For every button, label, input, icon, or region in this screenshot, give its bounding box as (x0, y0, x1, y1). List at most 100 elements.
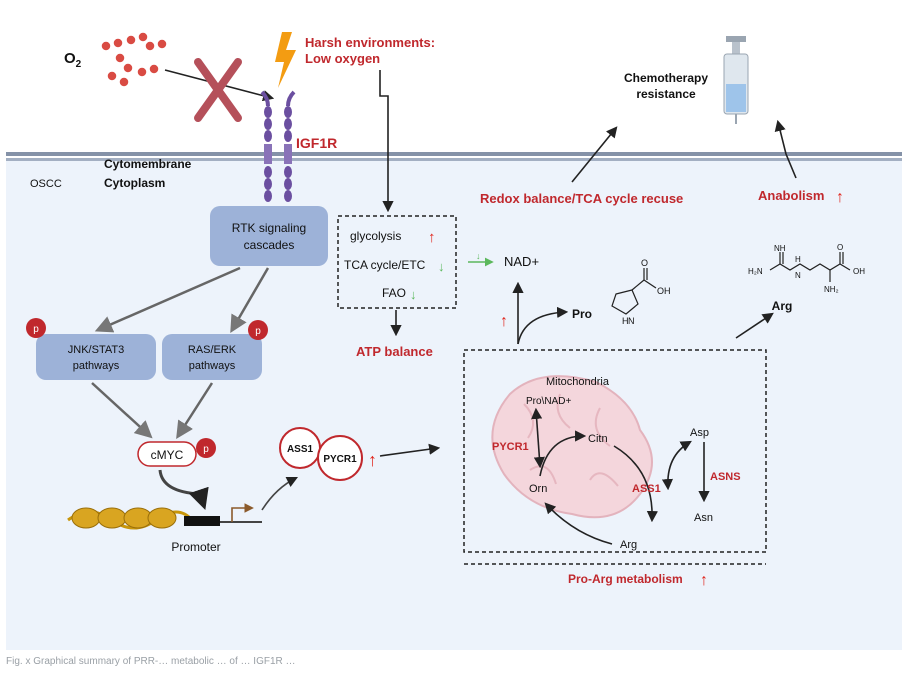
tca-down-arrow: ↓ (438, 259, 445, 274)
cmyc-box (137, 441, 197, 467)
pycr1-gene-label: PYCR1 (323, 454, 357, 465)
citn-to-arg-arrow (613, 445, 658, 523)
igf1r-receptor-icon (260, 90, 296, 202)
igf1r-label: IGF1R (296, 135, 337, 151)
rtk-label-2: cascades (244, 238, 295, 252)
cytoplasm-label: Cytoplasm (104, 176, 165, 190)
jnk-to-cmyc-arrow (91, 382, 153, 439)
promoter-to-genes-arrow (261, 476, 299, 511)
pro-oh-label: OH (657, 286, 671, 296)
oscc-label: OSCC (30, 178, 62, 190)
lightning-icon (275, 32, 296, 88)
phospho-badge-ras (248, 320, 268, 340)
low-oxygen-label: Low oxygen (305, 51, 380, 66)
tca-label: TCA cycle/ETC (344, 258, 426, 272)
cytoplasm-region (6, 160, 902, 650)
chemo-label-2: resistance (636, 87, 696, 101)
pro-label: Pro (572, 307, 592, 321)
syringe-icon (723, 36, 749, 124)
asn-label: Asn (694, 512, 713, 524)
jnk-label-2: pathways (73, 360, 120, 372)
jnk-label-1: JNK/STAT3 (68, 344, 124, 356)
transcription-start-arrow (231, 503, 254, 522)
orn-label: Orn (529, 483, 547, 495)
blocked-cross-icon (194, 58, 242, 122)
rtk-to-ras-arrow (230, 267, 270, 334)
rtk-signaling-box (210, 206, 328, 266)
mito-to-arg-arrow (735, 312, 774, 339)
ass1-gene-label: ASS1 (287, 444, 314, 455)
pycr1-up-arrow: ↑ (368, 450, 377, 470)
ass1-mito-label: ASS1 (632, 483, 661, 495)
rtk-to-jnk-arrow (94, 266, 241, 333)
atp-balance-label: ATP balance (356, 344, 433, 359)
fao-down-arrow: ↓ (410, 287, 417, 302)
nad-label: NAD+ (504, 254, 539, 269)
jnk-stat3-box (36, 334, 156, 380)
glycolysis-label: glycolysis (350, 229, 401, 243)
asp-label: Asp (690, 427, 709, 439)
arg-label: Arg (772, 299, 793, 313)
ras-label-2: pathways (189, 360, 236, 372)
asns-label: ASNS (710, 471, 741, 483)
arg-n-label: N (795, 271, 801, 280)
arg-oh-label: OH (853, 267, 865, 276)
pro-arg-label: Pro-Arg metabolism (568, 572, 683, 586)
asp-to-cycle-arrow (661, 440, 692, 491)
metabolism-dashed-box (337, 215, 457, 309)
ras-to-cmyc-arrow (176, 382, 214, 439)
arg-mito-label: Arg (620, 539, 637, 551)
arg-nh-label: NH (774, 244, 786, 253)
phospho-badge-jnk (26, 318, 46, 338)
membrane-line-outer (6, 152, 902, 156)
cmyc-label: cMYC (151, 448, 184, 462)
pro-orn-arrow (531, 407, 545, 469)
pycr1-mito-label: PYCR1 (492, 441, 529, 453)
pro-nad-label: Pro\NAD+ (526, 396, 571, 407)
phospho-label-jnk: p (33, 324, 39, 335)
harsh-environments-label: Harsh environments: (305, 35, 435, 50)
phospho-label-cmyc: p (203, 444, 209, 455)
genes-to-mito-arrow (379, 443, 441, 457)
chemo-label-1: Chemotherapy (624, 71, 708, 85)
anabolism-to-chemo-arrow (774, 119, 797, 179)
pro-o-label: O (641, 258, 648, 268)
mitochondria-label: Mitochondria (546, 376, 610, 388)
arg-o-label: O (837, 243, 843, 252)
oxygen-molecules-icon (100, 31, 168, 88)
promoter-label: Promoter (171, 540, 220, 554)
orn-to-citn-arrow (539, 430, 587, 477)
redox-to-chemo-arrow (571, 126, 618, 183)
arg-nh2-label: NH₂ (824, 285, 839, 294)
pro-arg-up-arrow: ↑ (700, 572, 708, 589)
o2-label: O2 (64, 50, 82, 70)
anabolism-up-arrow: ↑ (836, 189, 844, 206)
branch-to-pro-arrow (517, 306, 569, 345)
arg-h2n-label: H₂N (748, 267, 763, 276)
proline-structure-icon (611, 268, 657, 315)
nad-green-down-arrow: ↓ (476, 251, 481, 261)
phospho-badge-cmyc (196, 438, 216, 458)
fao-label: FAO (382, 286, 406, 300)
promoter-block (184, 516, 220, 526)
redox-label: Redox balance/TCA cycle recuse (480, 191, 683, 206)
pro-arg-dashed-box (463, 349, 767, 553)
pro-h-label: H (622, 316, 629, 326)
citn-label: Citn (588, 433, 608, 445)
arg-h-label: H (795, 255, 801, 264)
glycolysis-up-arrow: ↑ (428, 229, 436, 246)
arg-to-orn-arrow (544, 502, 613, 545)
ras-erk-box (162, 334, 262, 380)
membrane-line-inner (6, 158, 902, 161)
pro-n-label: N (628, 316, 635, 326)
arginine-structure-icon (769, 252, 851, 282)
harsh-to-metabolism-arrow (379, 70, 394, 213)
pycr1-gene-badge (317, 435, 363, 481)
branch-up-arrow: ↑ (500, 313, 508, 330)
cmyc-to-promoter-arrow (158, 469, 209, 510)
rtk-label-1: RTK signaling (232, 221, 306, 235)
phospho-label-ras: p (255, 326, 261, 337)
cytomembrane-label: Cytomembrane (104, 157, 192, 171)
chromatin-dna-icon (67, 507, 262, 530)
